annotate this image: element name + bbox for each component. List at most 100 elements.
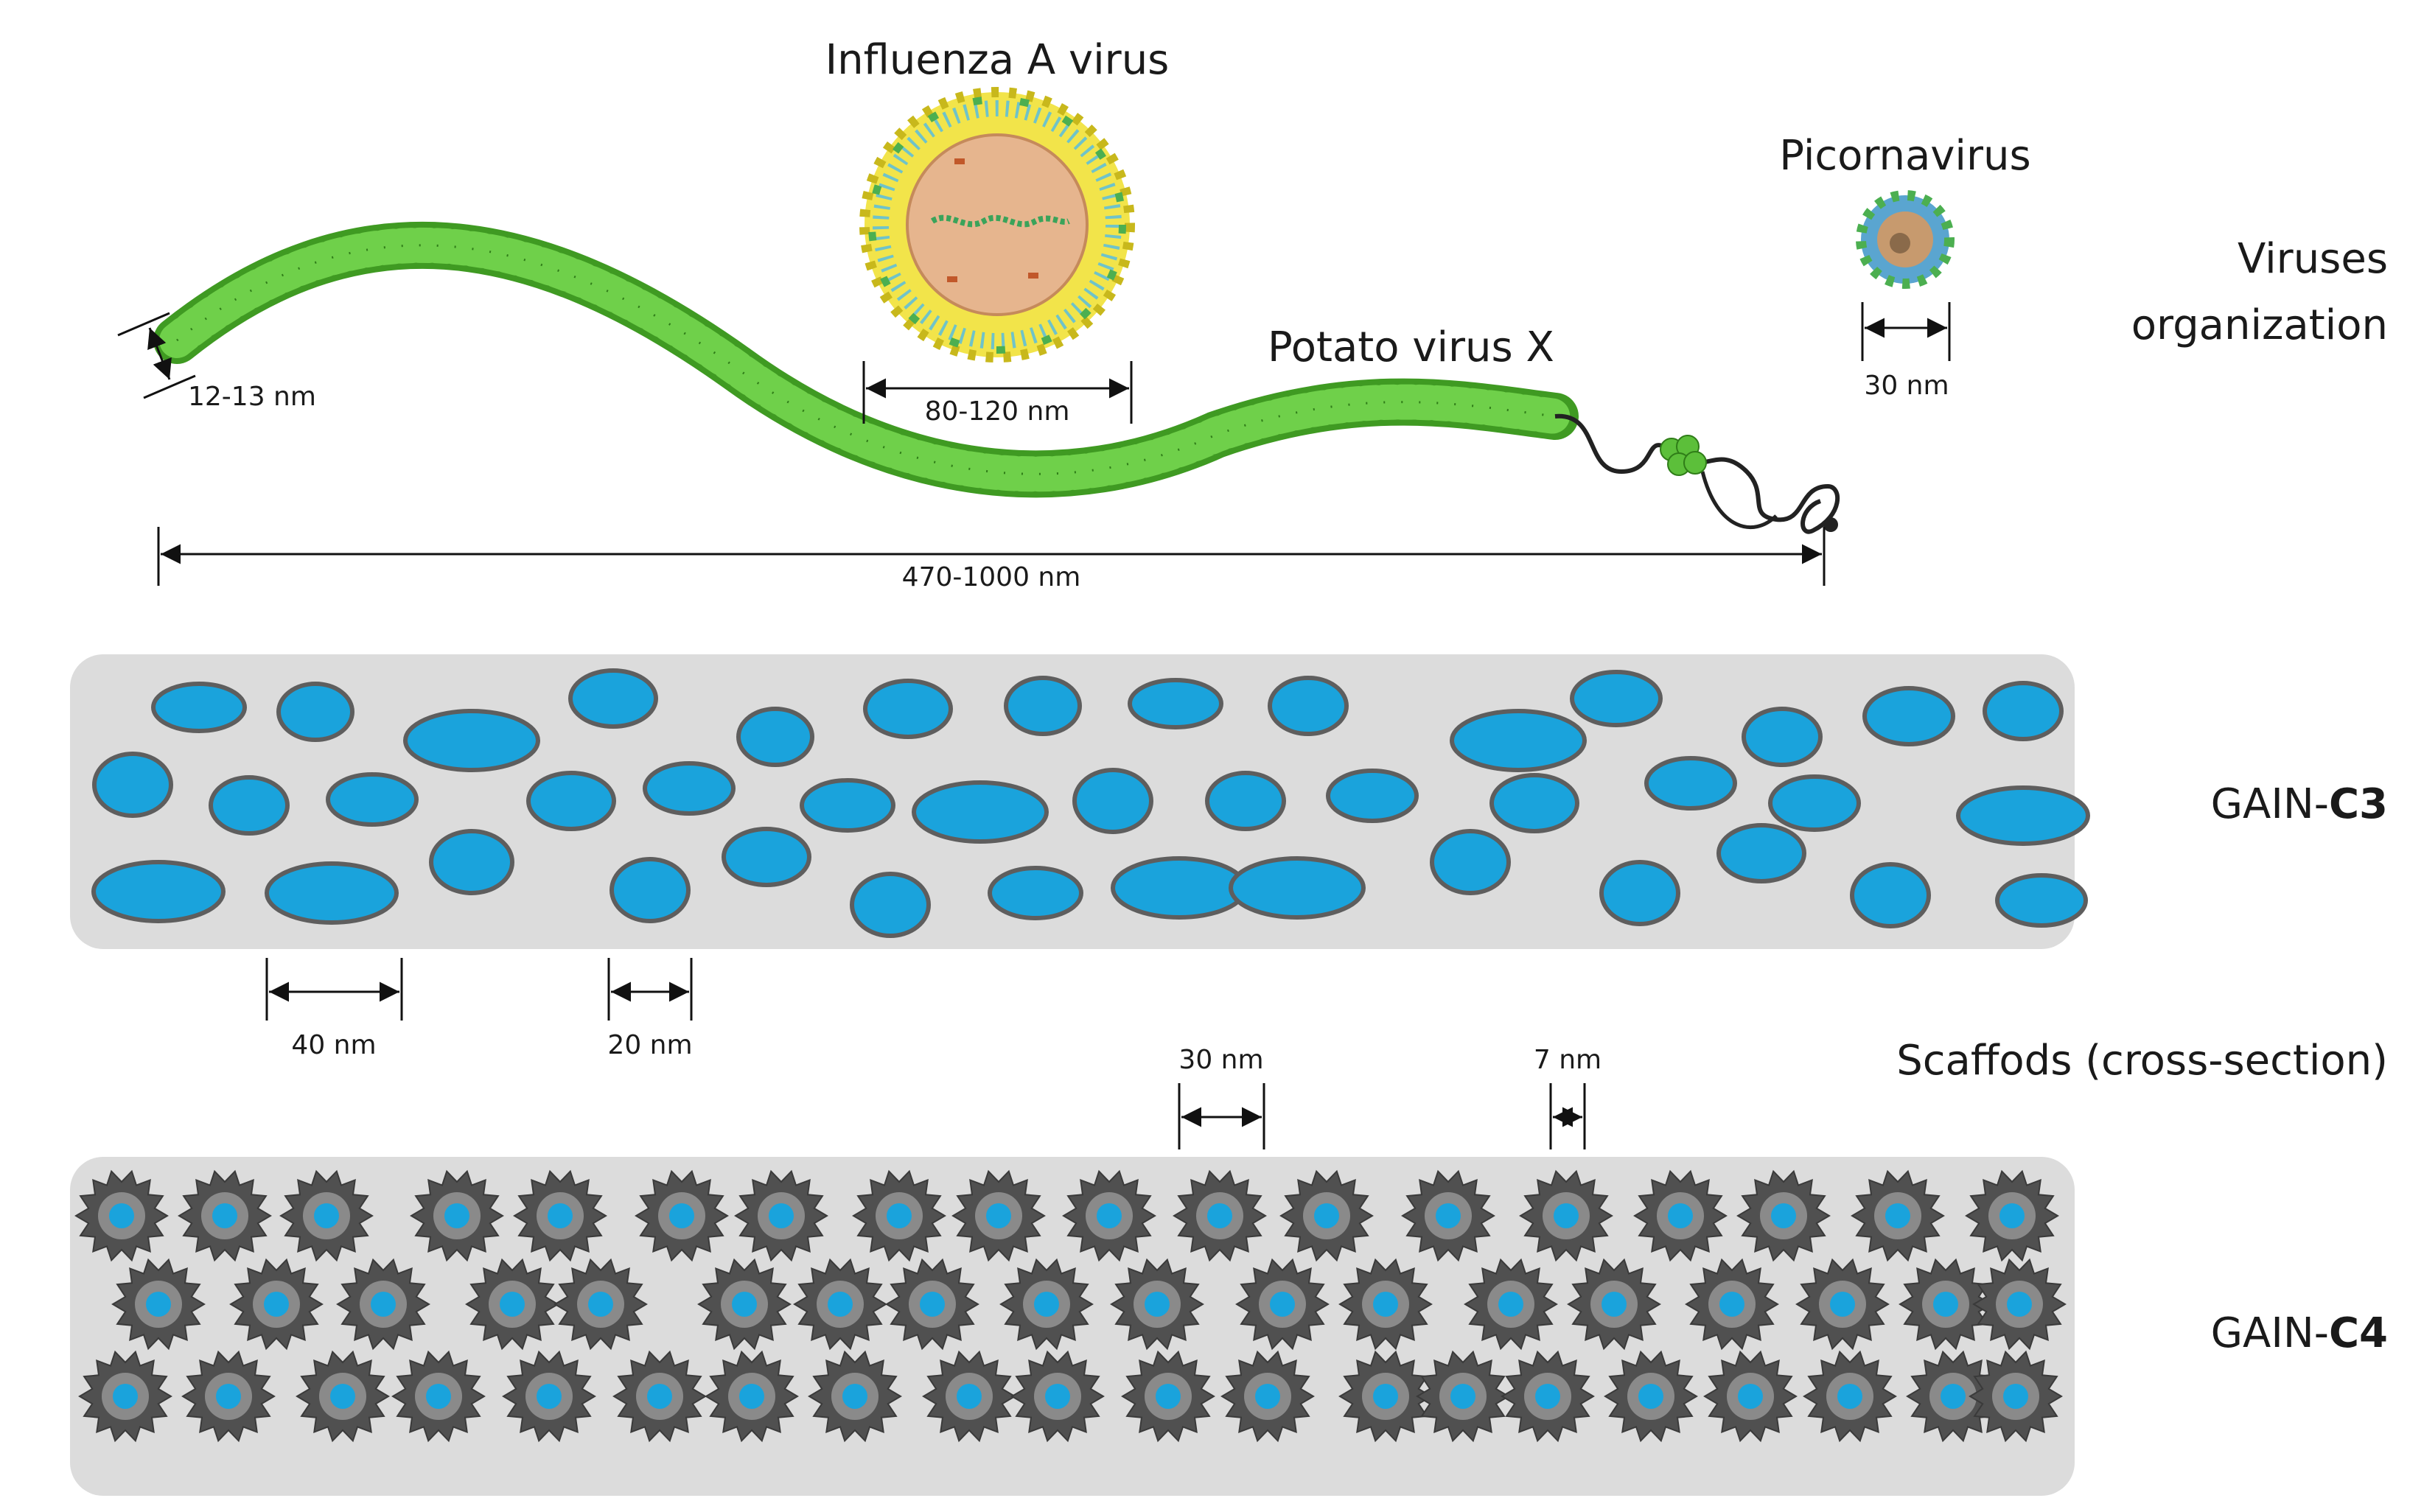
picornavirus-virion (1856, 190, 1955, 289)
c3-pore (1599, 860, 1680, 926)
c4-pore (1110, 1258, 1204, 1351)
dim-40nm (265, 958, 403, 1021)
c4-pore (1173, 1169, 1267, 1262)
c3-pore (276, 682, 354, 742)
c3-pore (526, 771, 616, 831)
scaffolds-label: Scaffods (cross-section) (1896, 1037, 2388, 1085)
c3-pore (568, 668, 658, 729)
c4-pore (178, 1169, 272, 1262)
c4-pore (1851, 1169, 1945, 1262)
c3-pore (1229, 856, 1366, 920)
c4-pore (922, 1350, 1016, 1443)
c4-pore (1969, 1350, 2063, 1443)
potato-virus-x (153, 221, 1840, 534)
c3-pore (1072, 768, 1153, 834)
c4-pore (697, 1258, 792, 1351)
dim-20nm-label: 20 nm (607, 1030, 692, 1060)
viruses-label-line2: organization (2131, 301, 2388, 349)
c4-pore (111, 1258, 206, 1351)
c4-pore (1633, 1169, 1728, 1262)
c3-pore (912, 780, 1049, 844)
c4-pore (1567, 1258, 1661, 1351)
c3-pore (1768, 774, 1861, 832)
influenza-virion (859, 87, 1135, 363)
c4-pore (1795, 1258, 1890, 1351)
c3-pore (1430, 829, 1511, 895)
c3-pore (1995, 873, 2088, 928)
c3-pore (610, 857, 691, 923)
c4-pore (502, 1350, 596, 1443)
c3-pore (92, 752, 173, 818)
c3-pore (1128, 678, 1223, 729)
c4-pore (465, 1258, 559, 1351)
c4-pore (1685, 1258, 1779, 1351)
c3-pore (1450, 709, 1587, 772)
c3-pore (722, 827, 811, 887)
c3-pore (265, 861, 399, 925)
c4-pore (229, 1258, 324, 1351)
pvx-length-dimension (157, 527, 1826, 586)
c4-pore (1338, 1350, 1433, 1443)
dim-7nm (1549, 1083, 1586, 1149)
c3-pore (1489, 773, 1579, 833)
c4-pore (1401, 1169, 1495, 1262)
c3-pore (1644, 756, 1737, 811)
c4-pore (1703, 1350, 1798, 1443)
c3-pore (209, 775, 290, 836)
c3-pore (1716, 823, 1806, 883)
c4-pore (951, 1169, 1046, 1262)
c4-pore (1338, 1258, 1433, 1351)
pvx-length-label: 470-1000 nm (902, 562, 1081, 592)
influenza-title: Influenza A virus (825, 36, 1170, 84)
c3-pore (988, 866, 1083, 920)
c3-pore (1326, 769, 1419, 823)
c4-pore (1972, 1258, 2067, 1351)
pvx-width-label: 12-13 nm (188, 382, 316, 412)
c4-pore (1279, 1169, 1374, 1262)
gain-c4-pores (74, 1169, 2067, 1443)
c4-pore (1906, 1350, 2000, 1443)
c3-pore (1205, 771, 1286, 831)
c4-pore (1604, 1350, 1698, 1443)
gain-c3-pores (91, 668, 2090, 938)
c4-pore (734, 1169, 828, 1262)
dim-30nm-label: 30 nm (1178, 1045, 1263, 1075)
c4-pore (1416, 1350, 1510, 1443)
dim-20nm (607, 958, 693, 1021)
picornavirus-size-dimension (1861, 302, 1951, 361)
c4-pore (1501, 1350, 1595, 1443)
c4-pore (181, 1350, 276, 1443)
c4-pore (410, 1169, 504, 1262)
picornavirus-size-label: 30 nm (1864, 371, 1949, 401)
pvx-title: Potato virus X (1268, 323, 1554, 371)
c4-pore (1899, 1258, 1993, 1351)
c3-pore (1111, 856, 1248, 920)
dim-7nm-label: 7 nm (1534, 1045, 1602, 1075)
gain-c3-label: GAIN-C3 (2211, 780, 2388, 828)
c4-pore (793, 1258, 887, 1351)
c4-pore (705, 1350, 799, 1443)
c4-pore (513, 1169, 607, 1262)
c3-pore (643, 761, 736, 816)
gain-c4-label: GAIN-C4 (2211, 1309, 2388, 1357)
c4-pore (808, 1350, 902, 1443)
c4-pore (885, 1258, 979, 1351)
c4-pore (1803, 1350, 1897, 1443)
c3-pore (863, 679, 953, 739)
c3-pore (1004, 676, 1082, 736)
dim-30nm (1178, 1083, 1265, 1149)
dim-40nm-label: 40 nm (291, 1030, 376, 1060)
c4-pore (1220, 1350, 1315, 1443)
c4-pore (1464, 1258, 1558, 1351)
c3-pore (91, 860, 226, 923)
c3-pore (151, 682, 247, 733)
c4-pore (1121, 1350, 1215, 1443)
c4-pore (852, 1169, 946, 1262)
c3-pore (326, 772, 419, 827)
picornavirus-title: Picornavirus (1779, 132, 2030, 180)
c4-pore (296, 1350, 390, 1443)
c4-pore (612, 1350, 707, 1443)
c4-pore (553, 1258, 648, 1351)
c4-pore (1965, 1169, 2059, 1262)
c3-pore (800, 778, 895, 833)
